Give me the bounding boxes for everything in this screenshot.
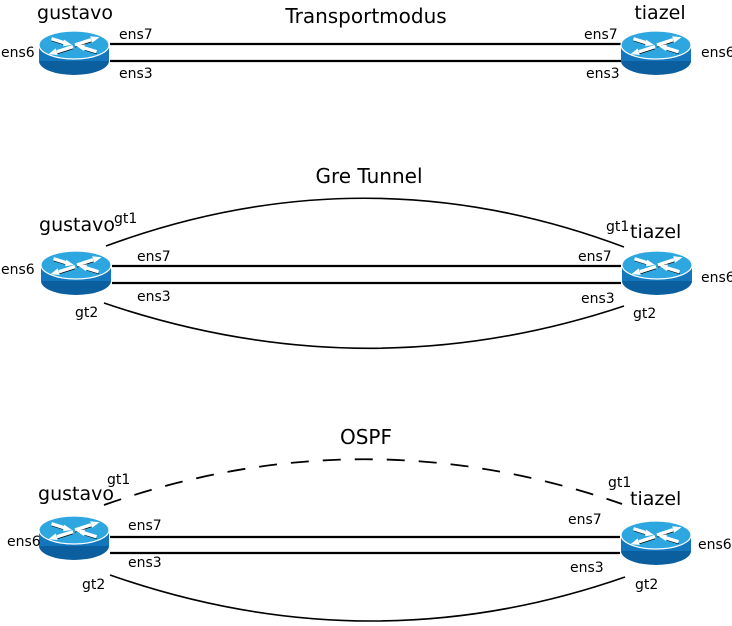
iface-label-ens3-right: ens3 bbox=[586, 66, 620, 82]
section-title: Gre Tunnel bbox=[315, 164, 422, 188]
iface-label-ens7-left: ens7 bbox=[137, 249, 171, 265]
iface-label-gt2-right: gt2 bbox=[635, 577, 658, 593]
iface-label-ens7-left: ens7 bbox=[119, 27, 153, 43]
iface-label-gt1-left: gt1 bbox=[114, 211, 137, 227]
tunnel-gt1 bbox=[105, 197, 625, 248]
router-label-tiazel: tiazel bbox=[630, 488, 681, 510]
tunnel-gt2 bbox=[109, 574, 626, 622]
router-gustavo bbox=[37, 514, 111, 562]
iface-label-ens3-right: ens3 bbox=[581, 291, 615, 307]
iface-label-gt2-left: gt2 bbox=[82, 577, 105, 593]
iface-label-gt2-left: gt2 bbox=[75, 305, 98, 321]
iface-label-gt2-right: gt2 bbox=[633, 306, 656, 322]
router-gustavo bbox=[37, 29, 111, 77]
iface-label-ens7-right: ens7 bbox=[578, 249, 612, 265]
router-tiazel bbox=[619, 29, 693, 77]
iface-label-ens6-left: ens6 bbox=[7, 534, 41, 550]
router-tiazel bbox=[619, 519, 693, 567]
router-tiazel bbox=[620, 249, 694, 297]
iface-label-ens6-left: ens6 bbox=[1, 262, 35, 278]
section-title: OSPF bbox=[340, 425, 392, 449]
router-label-gustavo: gustavo bbox=[38, 483, 114, 505]
section-title: Transportmodus bbox=[284, 4, 446, 28]
iface-label-ens7-right: ens7 bbox=[568, 512, 602, 528]
tunnel-gt2 bbox=[103, 302, 625, 350]
iface-label-ens6-left: ens6 bbox=[1, 45, 35, 61]
iface-label-ens6-right: ens6 bbox=[701, 270, 732, 286]
section-gre-tunnel: Gre Tunnel gustavo tiazel gt1 gt1 ens7 e… bbox=[1, 164, 732, 350]
iface-label-ens3-right: ens3 bbox=[570, 560, 604, 576]
iface-label-ens6-right: ens6 bbox=[698, 537, 732, 553]
iface-label-ens6-right: ens6 bbox=[701, 45, 732, 61]
router-label-gustavo: gustavo bbox=[37, 2, 113, 24]
section-transportmodus: Transportmodus gustavo tiazel ens7 ens7 … bbox=[1, 2, 732, 82]
iface-label-ens3-left: ens3 bbox=[128, 555, 162, 571]
router-label-gustavo: gustavo bbox=[39, 214, 115, 236]
iface-label-gt1-right: gt1 bbox=[608, 475, 631, 491]
tunnel-gt1-dashed bbox=[103, 458, 623, 506]
iface-label-gt1-left: gt1 bbox=[107, 472, 130, 488]
iface-label-ens7-left: ens7 bbox=[128, 518, 162, 534]
router-label-tiazel: tiazel bbox=[634, 2, 685, 24]
iface-label-ens3-left: ens3 bbox=[119, 66, 153, 82]
iface-label-gt1-right: gt1 bbox=[606, 219, 629, 235]
iface-label-ens3-left: ens3 bbox=[137, 289, 171, 305]
router-label-tiazel: tiazel bbox=[630, 221, 681, 243]
iface-label-ens7-right: ens7 bbox=[584, 27, 618, 43]
router-gustavo bbox=[39, 249, 113, 297]
section-ospf: OSPF gustavo tiazel gt1 gt1 ens7 ens7 en… bbox=[7, 425, 732, 622]
